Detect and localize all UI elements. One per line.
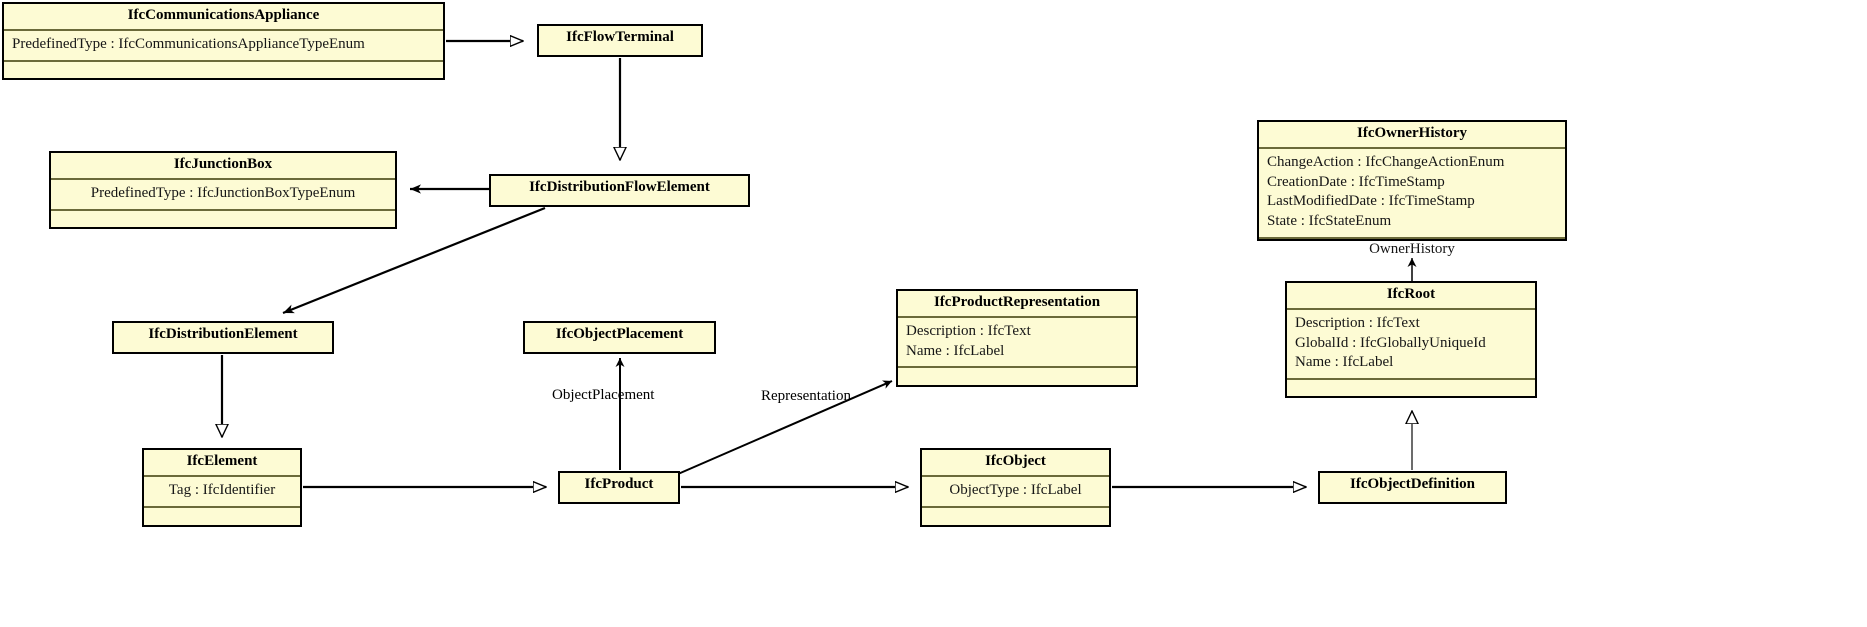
class-name-ifcdistributionelement: IfcDistributionElement [148,326,298,342]
class-name-ifcobjectplacement: IfcObjectPlacement [555,326,684,342]
class-operations-ifcelement [144,508,300,525]
edge-label-representation: Representation [761,388,851,404]
class-box-ifcobjectdefinition[interactable]: IfcObjectDefinition [1318,471,1507,504]
class-name-ifcjunctionbox: IfcJunctionBox [173,156,273,172]
class-box-ifcroot[interactable]: IfcRoot Description : IfcText GlobalId :… [1285,281,1537,398]
edge-label-ownerhistory: OwnerHistory [1369,241,1455,257]
class-name-ifcobjectdefinition: IfcObjectDefinition [1350,476,1475,492]
class-attributes-ifcroot: Description : IfcText GlobalId : IfcGlob… [1287,310,1535,378]
compartment-separator [922,474,1109,477]
class-operations-ifcobject [922,508,1109,525]
class-name-ifcdistributionflowelement: IfcDistributionFlowElement [529,179,710,195]
class-box-ifcflowterminal[interactable]: IfcFlowTerminal [537,24,703,57]
attribute-row: Name : IfcLabel [1295,354,1394,371]
compartment-separator [922,505,1109,508]
class-name-ifcelement: IfcElement [186,453,258,469]
compartment-separator [898,315,1136,318]
class-box-ifcdistributionelement[interactable]: IfcDistributionElement [112,321,334,354]
attribute-row: State : IfcStateEnum [1267,213,1392,230]
class-name-ifcroot: IfcRoot [1386,286,1436,302]
compartment-separator [144,505,300,508]
class-attributes-ifcobject: ObjectType : IfcLabel [922,477,1109,506]
compartment-separator [51,177,395,180]
class-operations-ifcroot [1287,380,1535,396]
class-box-ifccommunicationsappliance[interactable]: IfcCommunicationsAppliance PredefinedTyp… [2,2,445,80]
class-attributes-ifcjunctionbox: PredefinedType : IfcJunctionBoxTypeEnum [51,180,395,209]
class-attributes-ifcelement: Tag : IfcIdentifier [144,477,300,506]
attribute-row: LastModifiedDate : IfcTimeStamp [1267,193,1475,210]
compartment-separator [1287,307,1535,310]
class-name-ifcproductrepresentation: IfcProductRepresentation [933,294,1101,310]
compartment-separator [898,366,1136,369]
compartment-separator [51,208,395,211]
class-attributes-ifccommunicationsappliance: PredefinedType : IfcCommunicationsApplia… [4,31,443,60]
attribute-row: PredefinedType : IfcCommunicationsApplia… [12,35,365,52]
attribute-row: CreationDate : IfcTimeStamp [1267,173,1445,190]
class-name-ifcproduct: IfcProduct [584,476,654,492]
class-name-ifccommunicationsappliance: IfcCommunicationsAppliance [127,7,320,23]
class-operations-ifcproductrepresentation [898,368,1136,385]
class-name-ifcobject: IfcObject [985,453,1046,469]
compartment-separator [4,59,443,62]
attribute-row: PredefinedType : IfcJunctionBoxTypeEnum [90,184,356,201]
class-box-ifcproductrepresentation[interactable]: IfcProductRepresentation Description : I… [896,289,1138,387]
attribute-row: Name : IfcLabel [906,342,1005,359]
edge-label-objectplacement: ObjectPlacement [552,387,655,403]
attribute-row: Tag : IfcIdentifier [168,481,276,498]
compartment-separator [144,474,300,477]
class-operations-ifccommunicationsappliance [4,62,443,78]
class-box-ifcobject[interactable]: IfcObject ObjectType : IfcLabel [920,448,1111,527]
class-operations-ifcjunctionbox [51,211,395,227]
compartment-separator [1287,378,1535,381]
compartment-separator [1259,146,1565,149]
attribute-row: Description : IfcText [1295,314,1420,331]
class-attributes-ifcownerhistory: ChangeAction : IfcChangeActionEnum Creat… [1259,149,1565,237]
class-box-ifcjunctionbox[interactable]: IfcJunctionBox PredefinedType : IfcJunct… [49,151,397,229]
class-box-ifcobjectplacement[interactable]: IfcObjectPlacement [523,321,716,354]
attribute-row: Description : IfcText [906,322,1031,339]
class-box-ifcproduct[interactable]: IfcProduct [558,471,680,504]
compartment-separator [1259,236,1565,239]
class-name-ifcownerhistory: IfcOwnerHistory [1357,125,1467,141]
class-box-ifcownerhistory[interactable]: IfcOwnerHistory ChangeAction : IfcChange… [1257,120,1567,241]
class-box-ifcelement[interactable]: IfcElement Tag : IfcIdentifier [142,448,302,527]
compartment-separator [4,28,443,31]
attribute-row: GlobalId : IfcGloballyUniqueId [1295,334,1486,351]
class-name-ifcflowterminal: IfcFlowTerminal [566,29,674,45]
attribute-row: ObjectType : IfcLabel [949,481,1082,498]
attribute-row: ChangeAction : IfcChangeActionEnum [1267,153,1505,170]
class-box-ifcdistributionflowelement[interactable]: IfcDistributionFlowElement [489,174,750,207]
class-attributes-ifcproductrepresentation: Description : IfcText Name : IfcLabel [898,318,1136,367]
